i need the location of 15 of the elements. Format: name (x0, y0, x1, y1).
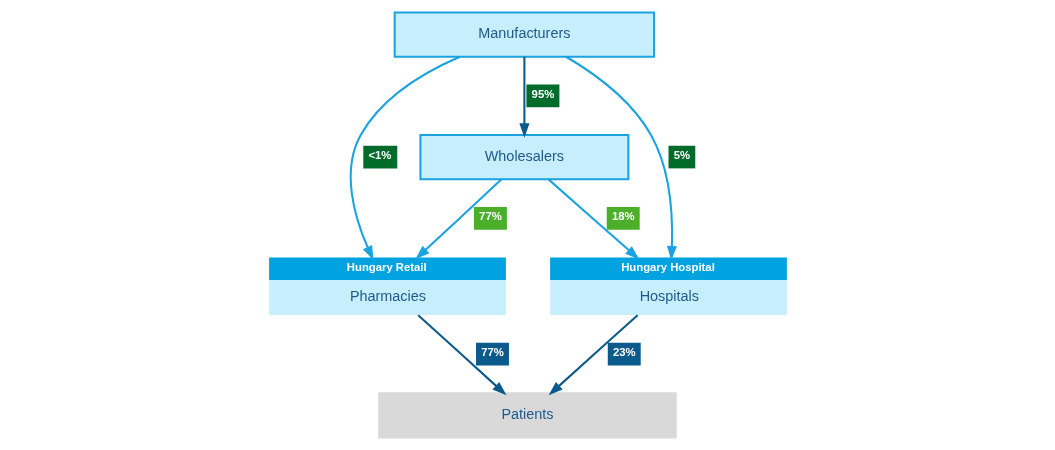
edge-label: 23% (612, 346, 636, 359)
edge-label: 5% (673, 148, 690, 161)
node-box: Patients (377, 392, 677, 439)
arrow (565, 55, 677, 261)
arrow (414, 178, 502, 260)
edge-label: 18% (611, 210, 635, 223)
arrow (349, 55, 460, 261)
edge-label: 77% (478, 210, 502, 223)
arrow (518, 56, 529, 138)
node-box: Wholesalers (418, 133, 629, 181)
edge-label: 95% (531, 87, 554, 100)
node-box: Manufacturers (393, 11, 655, 58)
edge-label: 77% (480, 346, 504, 359)
edge-label: <1% (367, 148, 391, 161)
arrow (548, 314, 638, 396)
